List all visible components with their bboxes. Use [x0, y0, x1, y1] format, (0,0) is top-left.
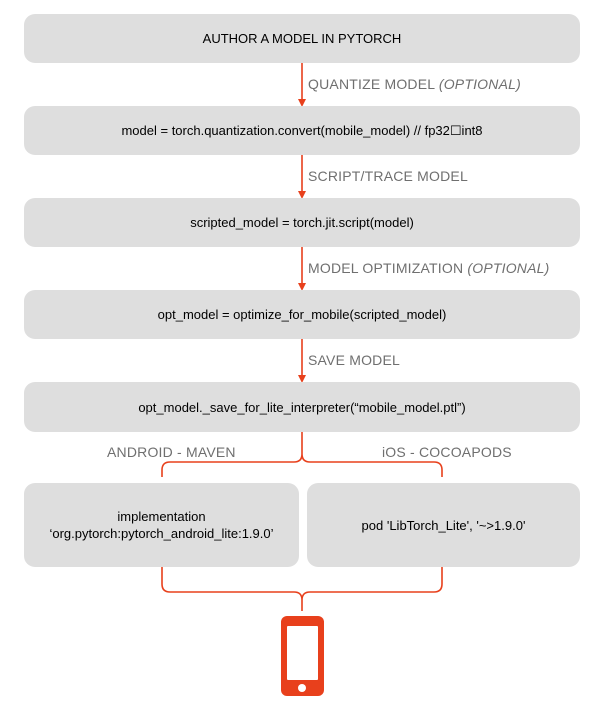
step-save: opt_model._save_for_lite_interpreter(“mo… [24, 382, 580, 432]
branch-merge [161, 567, 443, 611]
step-script-text: scripted_model = torch.jit.script(model) [190, 215, 414, 230]
android-install-box: implementation ‘org.pytorch:pytorch_andr… [24, 483, 299, 567]
step-optimize-text: opt_model = optimize_for_mobile(scripted… [157, 307, 447, 322]
ios-install-box: pod 'LibTorch_Lite', '~>1.9.0' [307, 483, 580, 567]
step-save-text: opt_model._save_for_lite_interpreter(“mo… [138, 399, 466, 415]
step-script: scripted_model = torch.jit.script(model) [24, 198, 580, 247]
transition-optimize: MODEL OPTIMIZATION (OPTIONAL) [308, 260, 550, 276]
step-author-text: AUTHOR A MODEL IN PYTORCH [202, 31, 402, 46]
branch-ios-label: iOS - COCOAPODS [382, 444, 512, 460]
step-optimize: opt_model = optimize_for_mobile(scripted… [24, 290, 580, 339]
transition-save: SAVE MODEL [308, 352, 400, 368]
transition-quantize: QUANTIZE MODEL (OPTIONAL) [308, 76, 521, 92]
step-quantize-text: model = torch.quantization.convert(mobil… [121, 123, 483, 138]
ios-install-code: pod 'LibTorch_Lite', '~>1.9.0' [361, 517, 526, 533]
branch-android-label: ANDROID - MAVEN [107, 444, 236, 460]
android-install-code: implementation ‘org.pytorch:pytorch_andr… [49, 509, 274, 541]
transition-script: SCRIPT/TRACE MODEL [308, 168, 468, 184]
phone-icon [281, 616, 324, 696]
step-author: AUTHOR A MODEL IN PYTORCH [24, 14, 580, 63]
step-quantize: model = torch.quantization.convert(mobil… [24, 106, 580, 155]
branch-split [161, 432, 443, 477]
